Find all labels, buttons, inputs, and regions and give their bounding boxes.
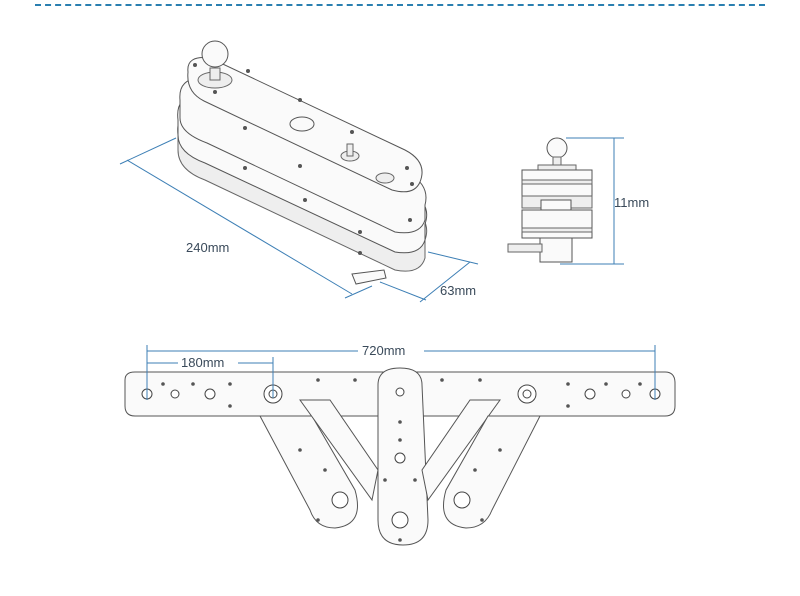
- top-plate-screws: [193, 63, 414, 186]
- dim-720-label: 720mm: [362, 343, 405, 358]
- flat-layout: 720mm 180mm: [124, 343, 676, 546]
- dim-180-label: 180mm: [181, 355, 224, 370]
- side-ball-knob: [546, 137, 568, 159]
- side-lower-block: [521, 209, 593, 239]
- dim-length-240: 240mm: [119, 137, 373, 299]
- dim-height-11: 11mm: [560, 137, 649, 265]
- top-cap-1: [289, 116, 315, 132]
- side-base: [539, 237, 573, 263]
- isometric-module: [177, 40, 428, 285]
- top-cap-3: [375, 172, 395, 184]
- dim-240-label: 240mm: [186, 240, 229, 255]
- dim-63-label: 63mm: [440, 283, 476, 298]
- side-center-clip: [540, 199, 572, 211]
- dim-span-720: 720mm: [146, 343, 656, 400]
- dim-width-63: 63mm: [379, 251, 479, 303]
- layer-side-screws: [243, 166, 412, 255]
- dim-11-label: 11mm: [614, 195, 649, 210]
- right-link: [421, 399, 501, 502]
- dim-segment-180: 180mm: [147, 355, 274, 398]
- side-tube: [351, 269, 387, 285]
- knob-stem: [209, 67, 221, 81]
- top-cap-2-post: [346, 143, 354, 157]
- bar-holes: [141, 378, 661, 542]
- ball-knob: [201, 40, 229, 68]
- side-view-module: [507, 137, 593, 263]
- side-tube: [507, 243, 543, 253]
- header-dashed-rule: [35, 4, 765, 6]
